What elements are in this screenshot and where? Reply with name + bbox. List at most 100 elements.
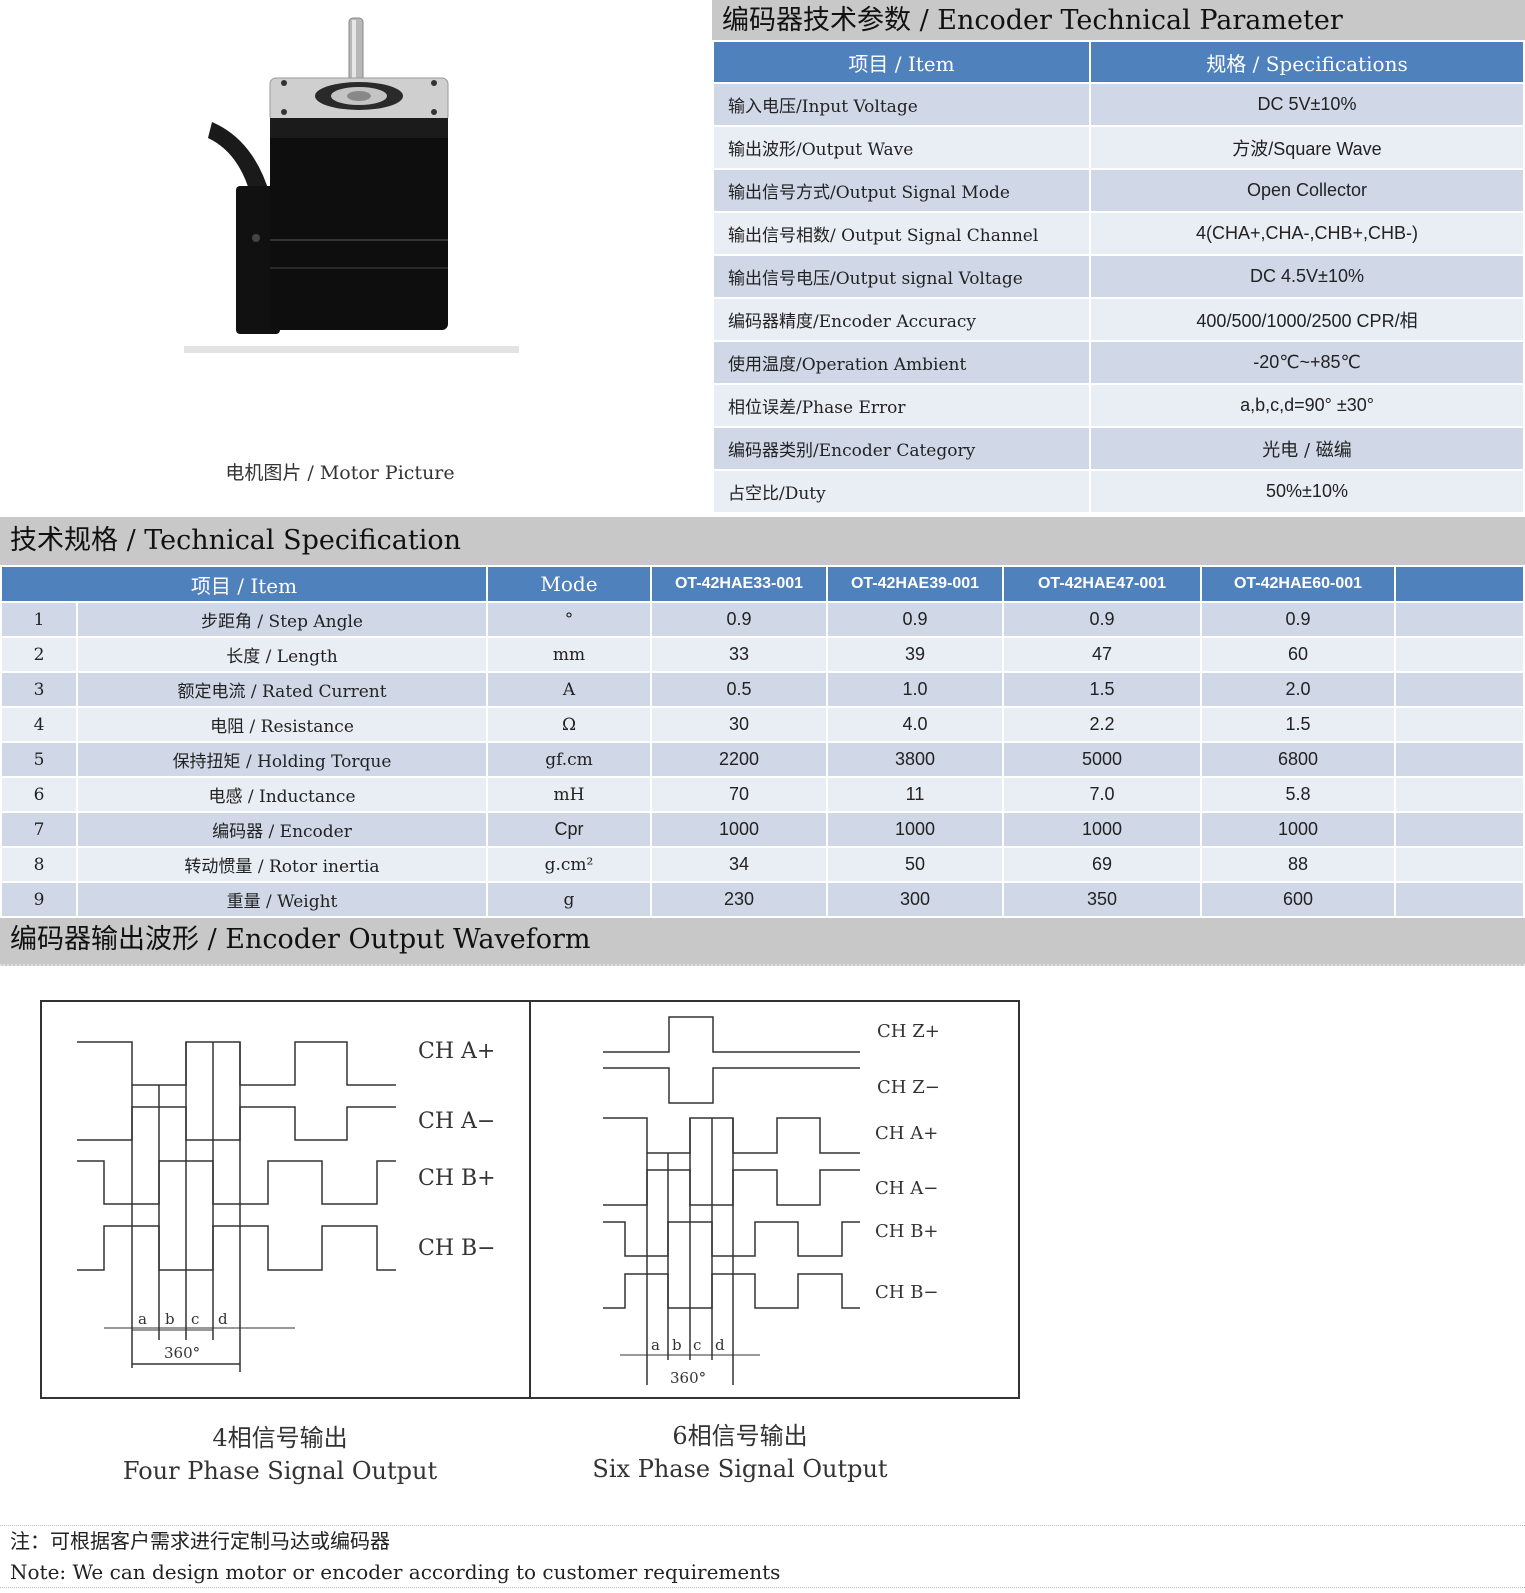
spec-value: 0.9 [1200,601,1396,638]
spec-value: 39 [826,636,1004,673]
motor-picture-caption: 电机图片 / Motor Picture [225,462,455,484]
spec-value: 350 [1002,881,1202,918]
four-phase-waveform [77,1041,396,1372]
technical-specification-table: 项目 / Item Mode OT-42HAE33-001 OT-42HAE39… [0,565,1525,918]
param-value: Open Collector [1089,168,1525,213]
table-row: 输出信号相数/ Output Signal Channel 4(CHA+,CHA… [712,211,1525,256]
param-value: DC 5V±10% [1089,82,1525,127]
spec-value: 11 [826,776,1004,813]
spec-value: 69 [1002,846,1202,883]
spec-value: 50 [826,846,1004,883]
six-phase-caption-en: Six Phase Signal Output [592,1455,888,1483]
spec-name: 电阻 / Resistance [76,706,488,743]
encoder-parameter-table: 项目 / Item 规格 / Specifications 输入电压/Input… [712,40,1525,514]
header-model-3: OT-42HAE47-001 [1002,565,1202,603]
svg-text:CH Z−: CH Z− [877,1077,940,1098]
four-phase-channel-labels: CH A+ CH A− CH B+ CH B− [418,1039,496,1261]
param-name: 输出波形/Output Wave [712,125,1091,170]
spec-name: 重量 / Weight [76,881,488,918]
param-value: 光电 / 磁编 [1089,426,1525,471]
spec-value [1394,601,1525,638]
table-row: 输出波形/Output Wave 方波/Square Wave [712,125,1525,170]
spec-unit: g.cm² [486,846,652,883]
spec-value [1394,776,1525,813]
svg-text:CH A−: CH A− [418,1109,495,1134]
encoder-parameter-section: 编码器技术参数 / Encoder Technical Parameter 项目… [712,0,1525,514]
spec-unit: mH [486,776,652,813]
table-row: 占空比/Duty 50%±10% [712,469,1525,514]
spec-value: 1000 [826,811,1004,848]
spec-name: 长度 / Length [76,636,488,673]
spec-name: 步距角 / Step Angle [76,601,488,638]
spec-value: 0.5 [650,671,828,708]
param-value: 50%±10% [1089,469,1525,514]
table-row: 相位误差/Phase Error a,b,c,d=90° ±30° [712,383,1525,428]
four-phase-caption-cn: 4相信号输出 [212,1424,348,1452]
spec-value: 47 [1002,636,1202,673]
svg-text:CH A−: CH A− [875,1178,938,1199]
row-number: 3 [0,671,78,708]
note-en: Note: We can design motor or encoder acc… [0,1557,1525,1588]
encoder-waveform-section: 编码器输出波形 / Encoder Output Waveform [0,918,1525,966]
spec-unit: g [486,881,652,918]
encoder-waveform-title: 编码器输出波形 / Encoder Output Waveform [0,918,1525,966]
spec-value: 30 [650,706,828,743]
spec-value: 1000 [650,811,828,848]
six-phase-waveform [603,1016,860,1385]
svg-text:d: d [218,1310,228,1328]
six-phase-channel-labels: CH Z+ CH Z− CH A+ CH A− CH B+ CH B− [875,1021,940,1303]
spec-value [1394,706,1525,743]
spec-value [1394,811,1525,848]
spec-value: 2.2 [1002,706,1202,743]
spec-value: 2200 [650,741,828,778]
param-value: DC 4.5V±10% [1089,254,1525,299]
footer-note: 注：可根据客户需求进行定制马达或编码器 Note: We can design … [0,1525,1525,1588]
spec-value: 5.8 [1200,776,1396,813]
spec-value [1394,881,1525,918]
spec-value: 3800 [826,741,1004,778]
spec-value: 1.5 [1200,706,1396,743]
spec-name: 电感 / Inductance [76,776,488,813]
table-row: 输出信号电压/Output signal Voltage DC 4.5V±10% [712,254,1525,299]
param-name: 占空比/Duty [712,469,1091,514]
spec-value: 34 [650,846,828,883]
spec-value: 2.0 [1200,671,1396,708]
table-row: 编码器类别/Encoder Category 光电 / 磁编 [712,426,1525,471]
svg-text:d: d [715,1336,725,1354]
technical-specification-section: 技术规格 / Technical Specification 项目 / Item… [0,517,1525,918]
table-row: 输出信号方式/Output Signal Mode Open Collector [712,168,1525,213]
spec-value: 300 [826,881,1004,918]
spec-value: 1000 [1002,811,1202,848]
spec-value: 33 [650,636,828,673]
param-name: 相位误差/Phase Error [712,383,1091,428]
spec-value: 5000 [1002,741,1202,778]
param-value: 方波/Square Wave [1089,125,1525,170]
motor-photo [184,17,519,353]
svg-text:360°: 360° [670,1369,706,1387]
spec-unit: A [486,671,652,708]
header-spec: 规格 / Specifications [1089,40,1525,84]
spec-value [1394,846,1525,883]
row-number: 6 [0,776,78,813]
spec-value [1394,741,1525,778]
svg-text:c: c [693,1336,701,1354]
spec-unit: gf.cm [486,741,652,778]
row-number: 1 [0,601,78,638]
svg-text:CH B+: CH B+ [875,1221,939,1242]
spec-value: 60 [1200,636,1396,673]
note-cn: 注：可根据客户需求进行定制马达或编码器 [10,1529,390,1553]
spec-value: 0.9 [826,601,1004,638]
svg-text:CH Z+: CH Z+ [877,1021,940,1042]
svg-text:b: b [672,1336,682,1354]
spec-value: 230 [650,881,828,918]
